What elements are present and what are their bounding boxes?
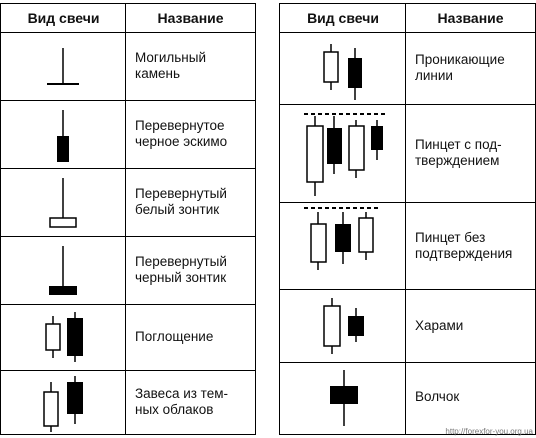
- right-table-header: Вид свечи Название: [280, 4, 535, 33]
- row-divider: [280, 362, 535, 363]
- piercing-line-icon: [323, 44, 362, 100]
- pattern-name: Перевернутое черное эскимо: [135, 118, 228, 149]
- row-divider: [280, 202, 535, 203]
- pattern-name: Перевернутый белый зонтик: [135, 186, 227, 217]
- row-divider: [1, 168, 255, 169]
- left-table-header: Вид свечи Название: [1, 4, 255, 33]
- gravestone-doji-icon: [47, 48, 79, 85]
- inverted-white-hammer-icon: [49, 178, 77, 228]
- left-table: Вид свечи Название Могильный камень Пере…: [0, 3, 256, 435]
- pattern-name: Харами: [415, 317, 464, 333]
- pattern-name: Поглощение: [135, 329, 214, 344]
- left-column-divider: [125, 4, 126, 434]
- column-header-name: Название: [437, 10, 504, 26]
- row-divider: [1, 370, 255, 371]
- column-header-name: Название: [157, 10, 224, 26]
- pattern-name: Волчок: [415, 389, 460, 404]
- harami-icon: [323, 298, 364, 354]
- tweezers-confirmed-icon: [304, 113, 386, 196]
- pattern-name: Перевернутый черный зонтик: [135, 254, 227, 285]
- row-divider: [280, 289, 535, 290]
- row-divider: [1, 236, 255, 237]
- dark-cloud-cover-icon: [43, 376, 83, 432]
- column-header-view: Вид свечи: [307, 10, 379, 26]
- watermark: http://forexfor-you.org.ua: [445, 427, 533, 436]
- pattern-name: Пинцет без подтверждения: [415, 229, 513, 261]
- tweezers-unconfirmed-icon: [304, 207, 380, 270]
- inverted-black-hammer-icon: [57, 110, 69, 162]
- row-divider: [1, 100, 255, 101]
- inverted-black-umbrella-icon: [49, 246, 77, 295]
- row-divider: [280, 104, 535, 105]
- spinning-top-icon: [330, 370, 358, 426]
- engulfing-pattern-icon: [45, 312, 83, 362]
- pattern-name: Проникающие линии: [415, 52, 505, 83]
- row-divider: [1, 304, 255, 305]
- right-column-divider: [405, 4, 406, 434]
- column-header-view: Вид свечи: [27, 10, 100, 26]
- pattern-name: Завеса из тем- ных облаков: [135, 386, 228, 417]
- right-table: Вид свечи Название Проникающие линии Пин…: [279, 3, 536, 436]
- pattern-name: Могильный камень: [135, 50, 206, 81]
- pattern-name: Пинцет с под- тверждением: [415, 137, 502, 168]
